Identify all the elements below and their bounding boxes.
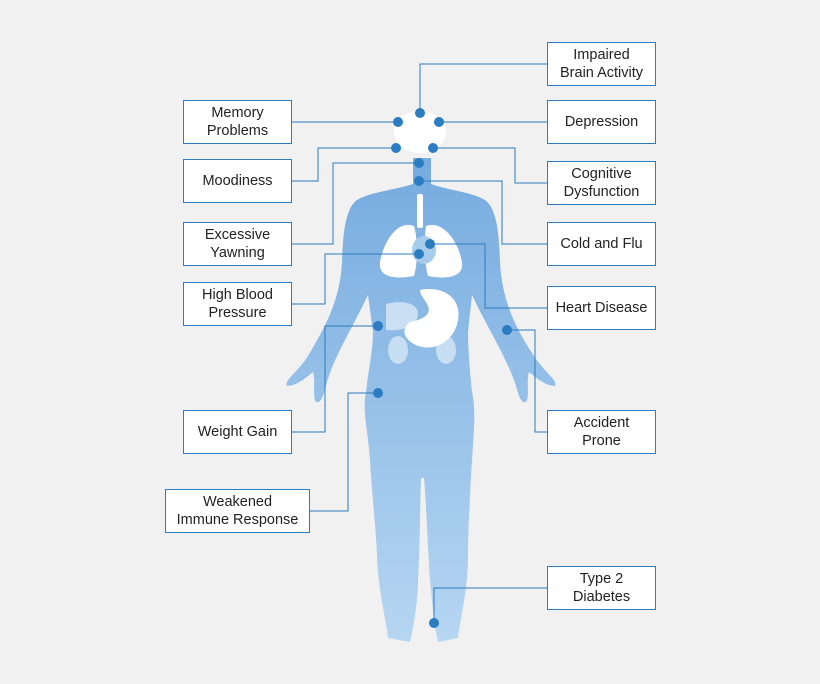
label-moodiness: Moodiness (183, 159, 292, 203)
label-text: Memory Problems (206, 105, 269, 139)
label-text: Weakened Immune Response (176, 494, 299, 528)
body-silhouette (286, 158, 556, 642)
dot-weakened-immune-response (373, 388, 383, 398)
label-text: Weight Gain (197, 424, 278, 440)
label-text: Cold and Flu (560, 236, 643, 252)
connector-lines (292, 63, 547, 623)
label-weight-gain: Weight Gain (183, 410, 292, 454)
connector-heart-disease (430, 243, 547, 309)
dot-cognitive-dysfunction (428, 143, 438, 153)
connector-accident-prone (507, 329, 547, 433)
dot-moodiness (391, 143, 401, 153)
label-text: Excessive Yawning (204, 227, 271, 261)
label-accident-prone: Accident Prone (547, 410, 656, 454)
trachea (417, 194, 423, 228)
label-excessive-yawning: Excessive Yawning (183, 222, 292, 266)
label-text: Impaired Brain Activity (560, 47, 643, 81)
left-kidney (388, 336, 408, 364)
dot-depression (434, 117, 444, 127)
label-heart-disease: Heart Disease (547, 286, 656, 330)
label-text: Accident Prone (573, 415, 630, 449)
stomach-shape (404, 289, 459, 348)
dot-impaired-brain-activity (415, 108, 425, 118)
label-text: Depression (564, 114, 639, 130)
label-text: Type 2 Diabetes (572, 571, 631, 605)
label-text: Heart Disease (555, 300, 648, 316)
connector-weakened-immune-response (310, 392, 378, 512)
dot-weight-gain (373, 321, 383, 331)
liver-shape (386, 302, 418, 331)
label-text: High Blood Pressure (202, 287, 273, 321)
label-type-2-diabetes: Type 2 Diabetes (547, 566, 656, 610)
connector-cognitive-dysfunction (433, 147, 547, 184)
dot-memory-problems (393, 117, 403, 127)
label-memory-problems: Memory Problems (183, 100, 292, 144)
label-impaired-brain-activity: Impaired Brain Activity (547, 42, 656, 86)
connector-impaired-brain-activity (419, 63, 547, 113)
connector-weight-gain (292, 325, 378, 433)
connector-high-blood-pressure (292, 253, 419, 305)
label-high-blood-pressure: High Blood Pressure (183, 282, 292, 326)
left-lung (379, 224, 417, 278)
right-kidney (436, 336, 456, 364)
connector-type-2-diabetes (433, 587, 547, 623)
label-weakened-immune-response: Weakened Immune Response (165, 489, 310, 533)
label-cold-and-flu: Cold and Flu (547, 222, 656, 266)
dot-heart-disease (425, 239, 435, 249)
label-text: Moodiness (202, 173, 273, 189)
connector-cold-and-flu (419, 180, 547, 245)
head-shape (394, 111, 446, 153)
label-text: Cognitive Dysfunction (563, 166, 640, 200)
dot-type-2-diabetes (429, 618, 439, 628)
organs (379, 194, 463, 364)
dot-cold-and-flu (414, 176, 424, 186)
right-lung (424, 224, 463, 278)
marker-dots (373, 108, 512, 628)
dot-excessive-yawning (414, 158, 424, 168)
label-depression: Depression (547, 100, 656, 144)
dot-high-blood-pressure (414, 249, 424, 259)
connector-excessive-yawning (292, 162, 419, 245)
dot-accident-prone (502, 325, 512, 335)
connector-moodiness (292, 147, 396, 182)
label-cognitive-dysfunction: Cognitive Dysfunction (547, 161, 656, 205)
